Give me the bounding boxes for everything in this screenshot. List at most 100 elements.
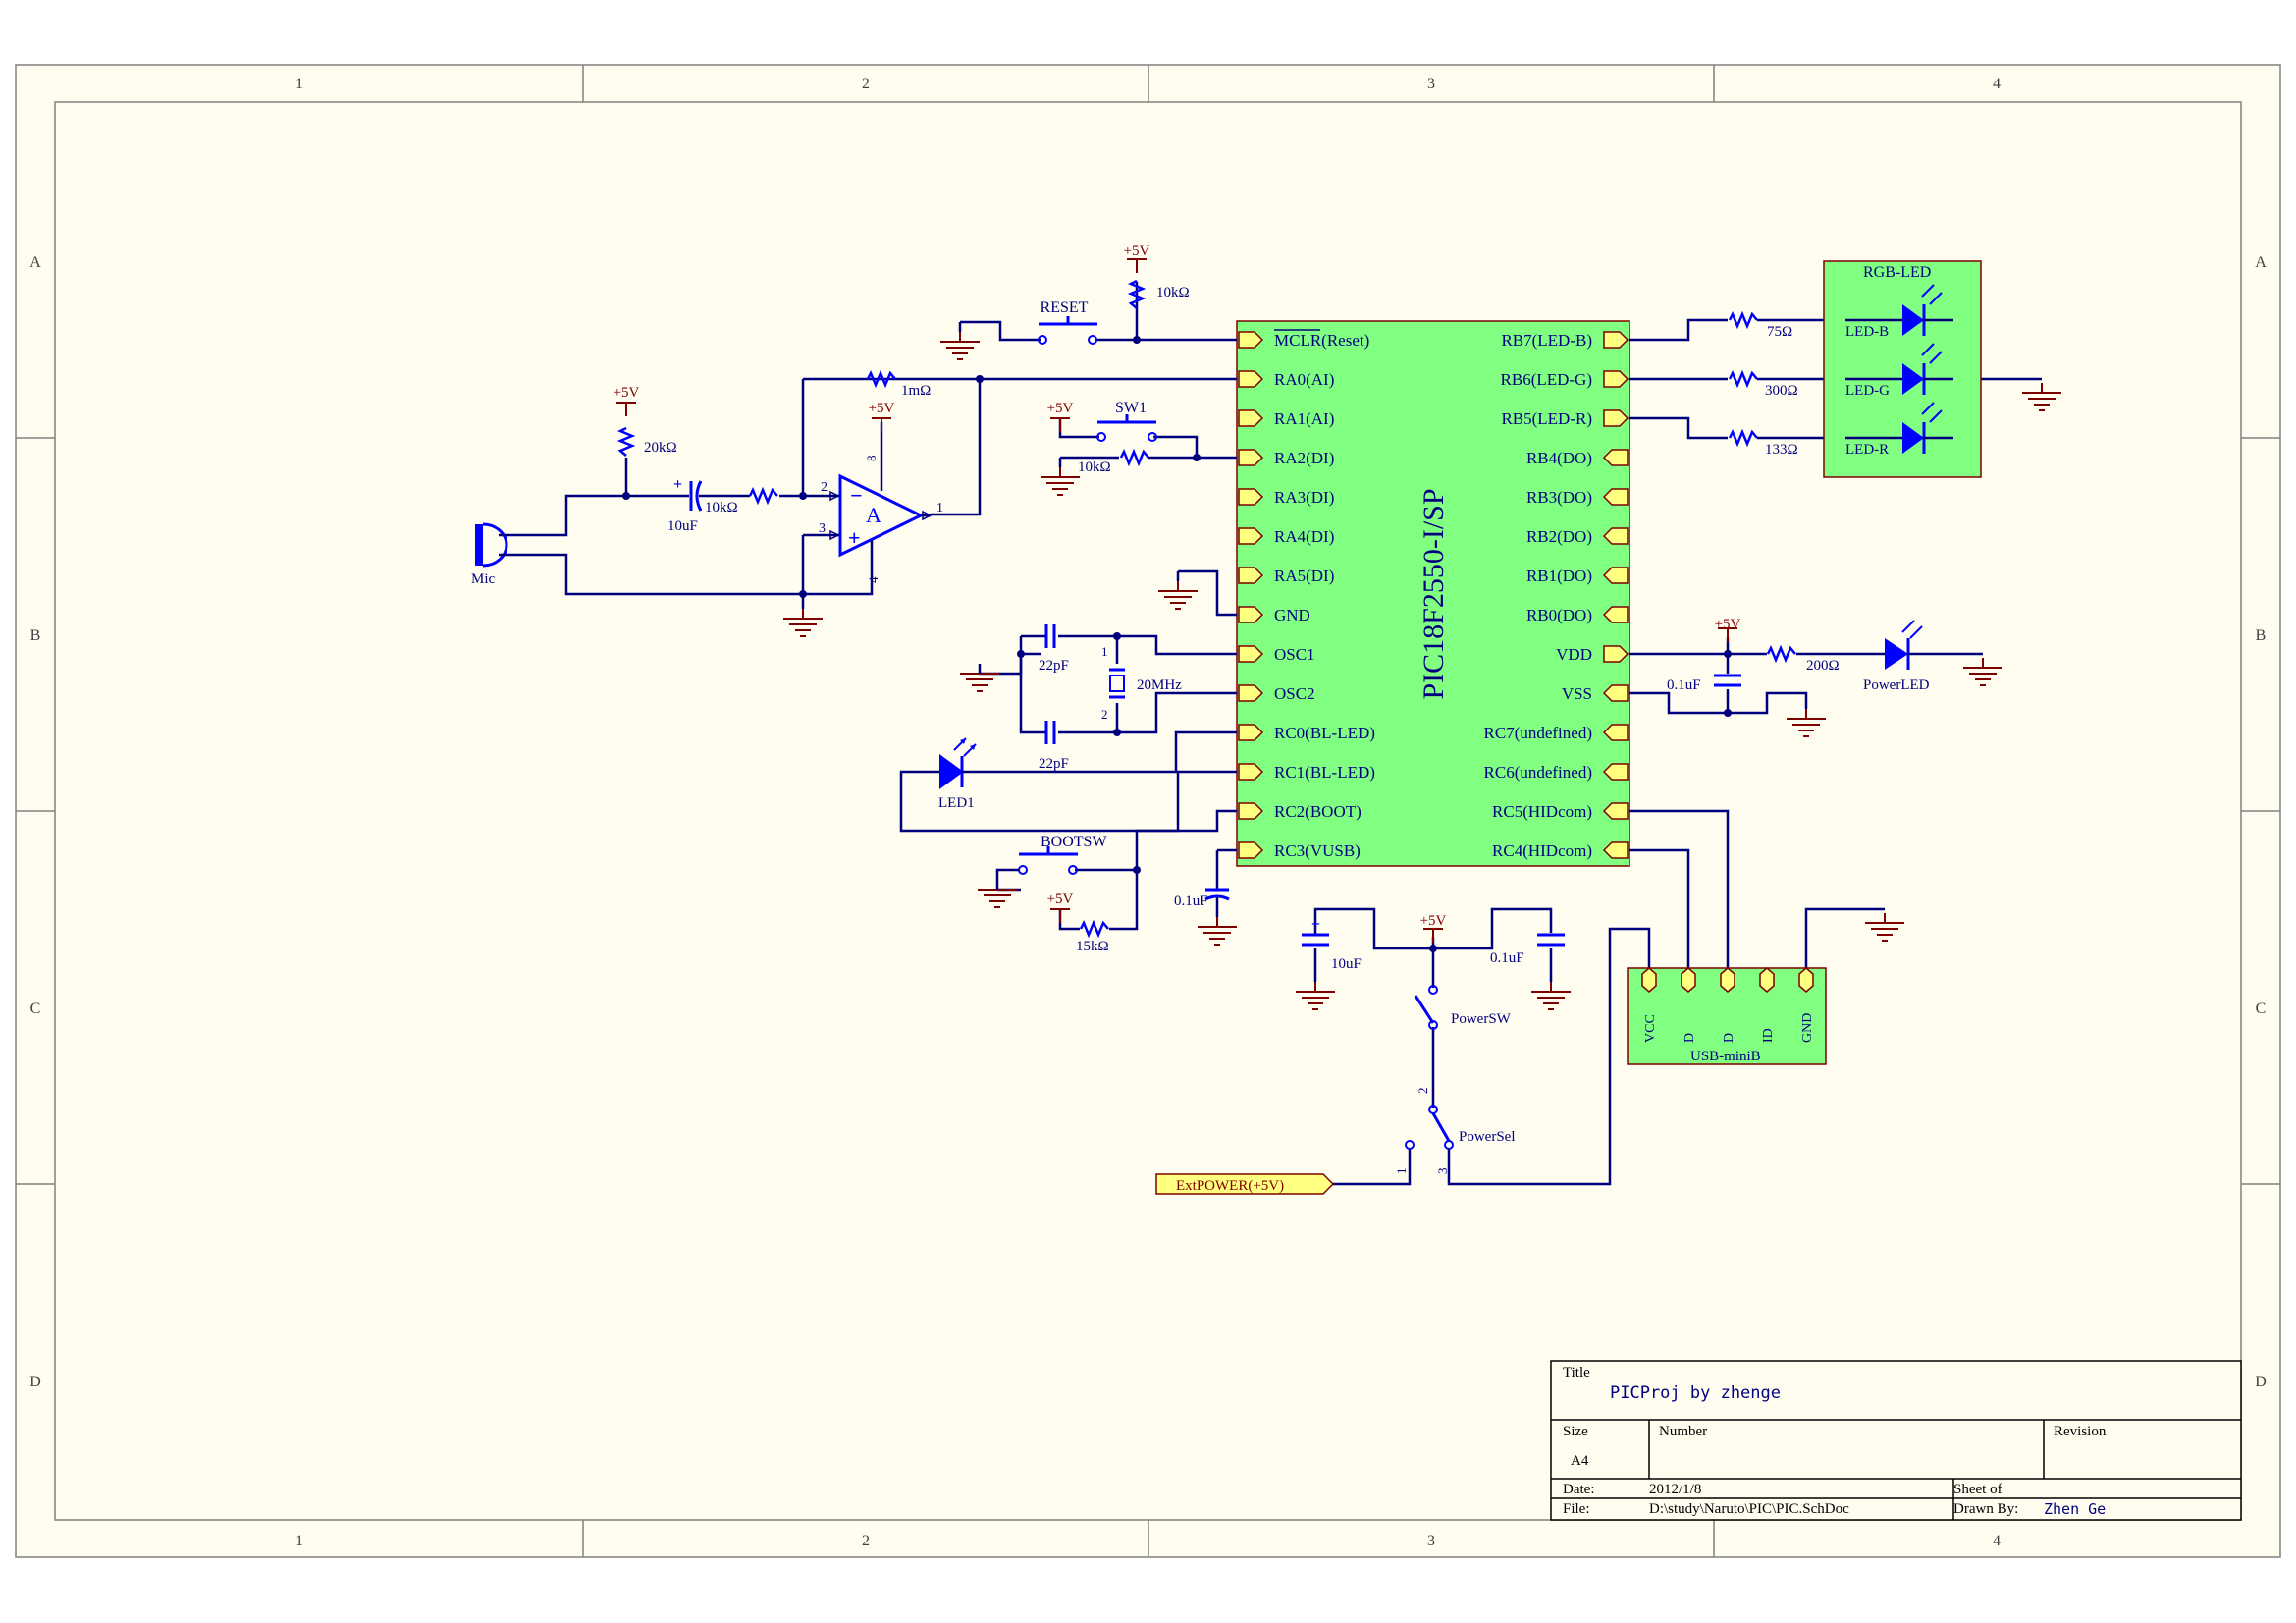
opamp-label: A (866, 503, 881, 527)
row-marker-d: D (29, 1374, 41, 1390)
bulk-capacitor: + 10uF (1302, 916, 1362, 972)
input-resistor: 10kΩ (705, 488, 779, 515)
reset-resistor: 10kΩ (1129, 279, 1190, 310)
chip-pin-right-label: RB4(DO) (1526, 449, 1592, 467)
column-marker-1: 1 (295, 76, 303, 92)
crystal: 20MHz 1 2 (1101, 644, 1182, 722)
power-led-label: PowerLED (1863, 677, 1930, 693)
led-blue: LED-B (1845, 284, 1953, 340)
usb-pin-marker (1759, 967, 1775, 993)
column-marker-4-bottom: 4 (1993, 1533, 2001, 1549)
chip-pin-right-label: RC7(undefined) (1484, 724, 1592, 742)
chip-pin-right-label: RB1(DO) (1526, 567, 1592, 585)
reset-button[interactable]: RESET (1038, 299, 1097, 345)
op-amp: − + A 2 3 8 4 1 (819, 456, 943, 584)
usb-pin-label: VCC (1643, 1014, 1658, 1043)
boot-switch[interactable]: BOOTSW (995, 834, 1107, 890)
boot-resistor-value: 15kΩ (1076, 939, 1109, 954)
usb-pin-label: D (1722, 1033, 1736, 1043)
sw1-button[interactable]: SW1 (1096, 400, 1157, 442)
chip-body[interactable] (1236, 320, 1630, 867)
bulk-capacitor-value: 10uF (1331, 956, 1362, 972)
vdd-capacitor: 0.1uF (1667, 674, 1741, 693)
ext-power-label: ExtPOWER(+5V) (1176, 1178, 1284, 1194)
usb-pin-label: GND (1800, 1013, 1815, 1043)
usb-title: USB-miniB (1690, 1049, 1761, 1064)
power-select-switch[interactable]: PowerSel 2 1 3 (1394, 1088, 1516, 1175)
title-block: Title PICProj by zhenge Size A4 Number R… (1550, 1360, 2242, 1521)
row-marker-d-right: D (2255, 1374, 2267, 1390)
vcc-label-opamp: +5V (869, 401, 895, 416)
vcc-label-power: +5V (1420, 913, 1447, 929)
row-marker-c: C (30, 1001, 41, 1017)
led-green: LED-G (1845, 343, 1953, 399)
led-red: LED-R (1845, 402, 1953, 458)
opamp-pin-3: 3 (819, 521, 826, 536)
file-value: D:\study\Naruto\PIC\PIC.SchDoc (1649, 1501, 1849, 1517)
chip-pin-right-label: RB5(LED-R) (1501, 409, 1592, 428)
file-label: File: (1563, 1501, 1590, 1517)
revision-label: Revision (2054, 1424, 2107, 1439)
osc-capacitor-2-value: 22pF (1039, 756, 1069, 772)
feedback-resistor: 1mΩ (866, 371, 931, 399)
chip-pin-left-label: RC3(VUSB) (1274, 841, 1361, 860)
input-capacitor: + 10uF (667, 476, 750, 534)
led1: LED1 (938, 737, 999, 811)
row-marker-b-right: B (2256, 627, 2267, 644)
bias-resistor-value: 20kΩ (644, 440, 677, 456)
chip-pin-left-label: RC2(BOOT) (1274, 802, 1362, 821)
chip-pin-left-label: RA2(DI) (1274, 449, 1334, 467)
power-resistor-value: 200Ω (1806, 658, 1840, 674)
drawn-by-label: Drawn By: (1953, 1501, 2018, 1517)
power-resistor: 200Ω (1766, 646, 1840, 674)
chip-pin-left-label: RC1(BL-LED) (1274, 763, 1375, 782)
input-resistor-value: 10kΩ (705, 500, 738, 515)
osc-capacitor-2: 22pF (1039, 721, 1069, 772)
sw1-label: SW1 (1115, 400, 1147, 416)
boot-switch-label: BOOTSW (1041, 834, 1107, 850)
sw1-resistor-value: 10kΩ (1078, 460, 1111, 475)
vcc-label-reset: +5V (1124, 243, 1150, 259)
opamp-pin-2: 2 (821, 480, 828, 495)
led1-label: LED1 (938, 795, 975, 811)
led-green-label: LED-G (1845, 383, 1890, 399)
chip-pin-left-label: RA1(AI) (1274, 409, 1334, 428)
chip-pin-left-label: OSC1 (1274, 645, 1315, 664)
chip-pin-left-label: RA5(DI) (1274, 567, 1334, 585)
chip-pin-right-label: RB2(DO) (1526, 527, 1592, 546)
column-marker-3-bottom: 3 (1427, 1533, 1435, 1549)
feedback-resistor-value: 1mΩ (901, 383, 931, 399)
bias-resistor: 20kΩ (618, 426, 677, 458)
usb-pin-marker (1798, 967, 1814, 993)
led-red-label: LED-R (1845, 442, 1889, 458)
power-select-pin-2: 2 (1415, 1088, 1430, 1095)
row-marker-a: A (29, 254, 41, 271)
power-switch[interactable]: PowerSW (1414, 985, 1512, 1030)
power-switch-label: PowerSW (1451, 1011, 1512, 1027)
bypass-capacitor: 0.1uF (1490, 933, 1565, 966)
column-marker-2: 2 (862, 76, 870, 92)
title-label: Title (1563, 1365, 1590, 1380)
svg-text:+: + (673, 476, 682, 493)
vdd-capacitor-value: 0.1uF (1667, 677, 1701, 693)
usb-pin-marker (1720, 967, 1735, 993)
drawn-by-value: Zhen Ge (2044, 1500, 2106, 1518)
ext-power-port[interactable]: ExtPOWER(+5V) (1155, 1173, 1335, 1195)
power-select-pin-1: 1 (1394, 1168, 1409, 1175)
microcontroller[interactable]: PIC18F2550-I/SP MCLR(Reset)RA0(AI)RA1(AI… (1236, 320, 1630, 867)
usb-pin-label: ID (1761, 1028, 1776, 1043)
chip-pin-left-label: GND (1274, 606, 1310, 624)
vcc-label-mic: +5V (614, 385, 640, 401)
chip-pin-right-label: RC6(undefined) (1484, 763, 1592, 782)
reset-label: RESET (1041, 299, 1089, 316)
crystal-value: 20MHz (1137, 677, 1182, 693)
rgb-led-module: RGB-LED LED-B LED-G LED-R (1823, 260, 1982, 478)
opamp-pin-1: 1 (936, 501, 943, 515)
number-label: Number (1659, 1424, 1707, 1439)
chip-pin-left-label: OSC2 (1274, 684, 1315, 703)
size-value: A4 (1571, 1453, 1589, 1469)
power-symbols: +5V +5V +5V +5V +5V +5V +5V (614, 243, 2062, 1010)
chip-pin-right-label: RB6(LED-G) (1501, 370, 1592, 389)
chip-pin-right-label: RB0(DO) (1526, 606, 1592, 624)
row-marker-b: B (30, 627, 41, 644)
